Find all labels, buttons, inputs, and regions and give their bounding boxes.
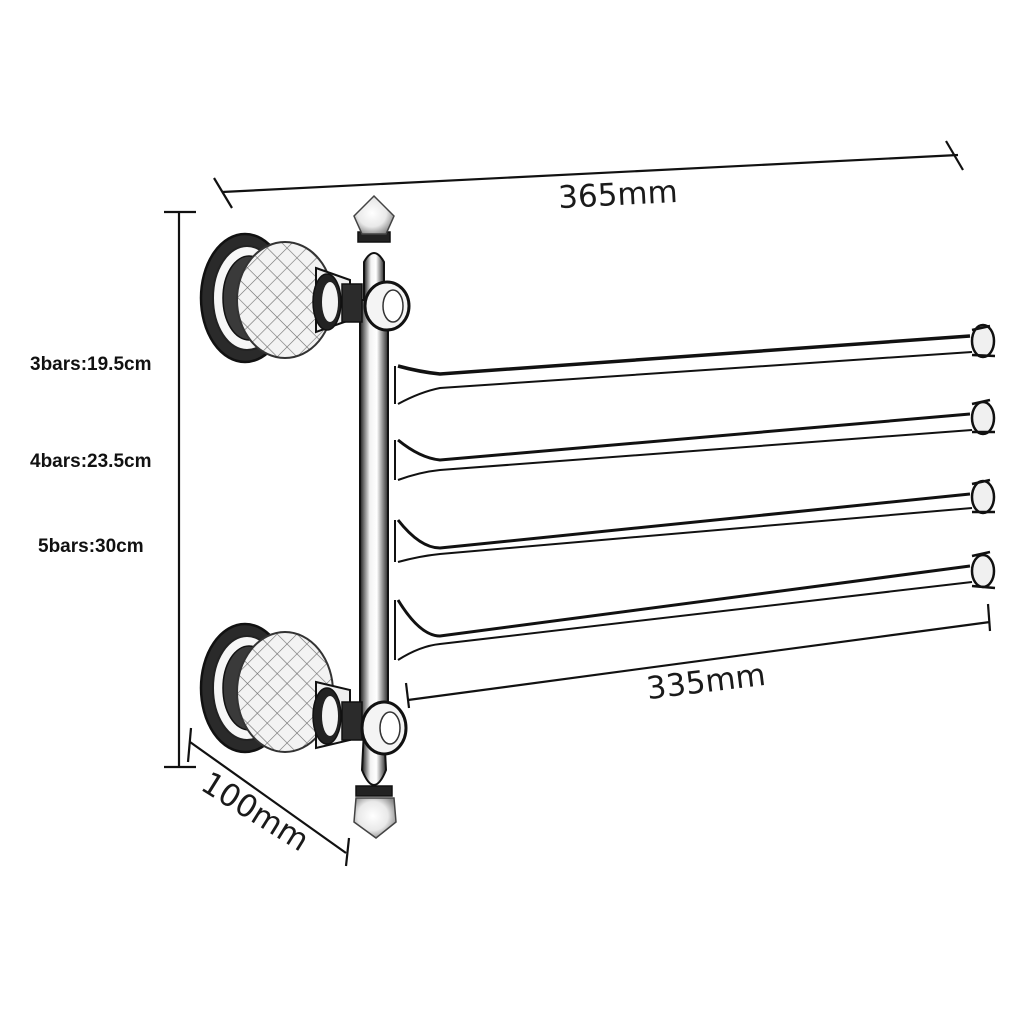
depth-dimension-label: 100mm [195, 765, 315, 859]
bar-length-dimension-line [407, 620, 991, 702]
width-dimension-line [221, 153, 959, 194]
depth-dimension-tick-left [186, 727, 193, 763]
depth-dimension-line [189, 741, 347, 854]
width-dimension: 365mm [213, 140, 964, 216]
height-option-3bars: 3bars:19.5cm [30, 354, 151, 375]
width-dimension-label: 365mm [557, 174, 678, 216]
bar-length-dimension-label: 335mm [644, 657, 767, 707]
width-dimension-tick-right [945, 140, 964, 171]
height-option-4bars: 4bars:23.5cm [30, 451, 151, 472]
towel-bar-end-cap [970, 400, 996, 436]
towel-bar-end-cap [970, 323, 996, 359]
bar-length-dimension: 335mm [404, 603, 992, 709]
bottom-crystal-icon [353, 797, 397, 839]
pole-body [359, 299, 389, 731]
towel-bar-end-cap [970, 479, 996, 515]
bar-length-dimension-tick-left [404, 682, 411, 709]
height-option-5bars: 5bars:30cm [38, 536, 144, 557]
bottom-wall-mount [199, 622, 408, 756]
top-crystal-icon [353, 194, 395, 235]
towel-bar-2 [397, 398, 996, 481]
towel-bar-1 [397, 323, 996, 405]
towel-bar-end-cap [970, 553, 996, 589]
top-wall-mount [199, 232, 411, 364]
towel-bars [394, 323, 996, 661]
width-dimension-tick-left [213, 177, 233, 209]
towel-bar-3 [396, 478, 996, 563]
towel-bar-4 [396, 550, 996, 661]
height-dimension [164, 210, 196, 769]
height-options: 3bars:19.5cm 4bars:23.5cm 5bars:30cm [30, 354, 151, 557]
depth-dimension-tick-right [344, 837, 351, 867]
bar-length-dimension-tick-right [986, 603, 992, 632]
